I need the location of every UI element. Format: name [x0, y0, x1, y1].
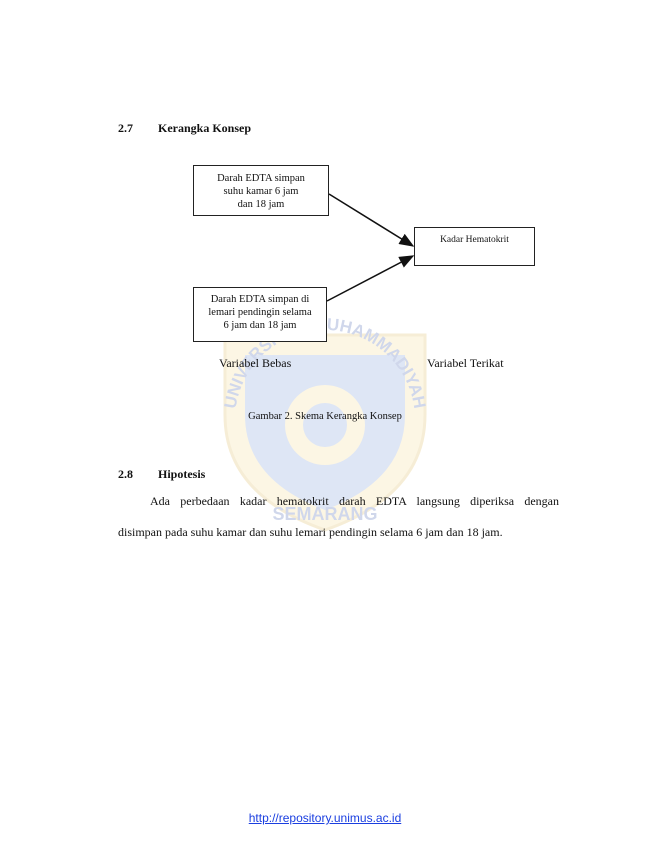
box-bottom-line-2: lemari pendingin selama: [208, 307, 312, 318]
repository-link[interactable]: http://repository.unimus.ac.id: [248, 811, 402, 825]
footer: http://repository.unimus.ac.id: [0, 811, 650, 825]
box-top-line-3: dan 18 jam: [237, 199, 285, 210]
box-refrigerator-storage: Darah EDTA simpan di lemari pendingin se…: [193, 287, 327, 342]
arrow-top-to-result: [328, 193, 415, 247]
box-top-line-1: Darah EDTA simpan: [217, 173, 305, 184]
figure-caption: Gambar 2. Skema Kerangka Konsep: [248, 411, 402, 422]
label-dependent-variable: Variabel Terikat: [427, 356, 504, 370]
hypothesis-line-2: disimpan pada suhu kamar dan suhu lemari…: [118, 525, 503, 539]
box-bottom-line-3: 6 jam dan 18 jam: [223, 320, 297, 331]
box-room-temperature-storage: Darah EDTA simpan suhu kamar 6 jam dan 1…: [193, 165, 329, 216]
hypothesis-line-1: Ada perbedaan kadar hematokrit darah EDT…: [150, 494, 559, 508]
section-title-kerangka-konsep: Kerangka Konsep: [158, 121, 252, 135]
university-watermark-logo: UNIVERSITAS MUHAMMADIYAH SEMARANG: [221, 315, 429, 532]
box-hematocrit-level: Kadar Hematokrit: [414, 227, 535, 266]
section-number-2-7: 2.7: [118, 121, 133, 135]
box-top-line-2: suhu kamar 6 jam: [223, 186, 299, 197]
label-independent-variable: Variabel Bebas: [219, 356, 292, 370]
section-title-hipotesis: Hipotesis: [158, 467, 206, 481]
arrow-bottom-to-result: [326, 255, 415, 302]
box-bottom-line-1: Darah EDTA simpan di: [210, 294, 310, 305]
watermark-bottom-text: SEMARANG: [272, 504, 377, 524]
box-right-label: Kadar Hematokrit: [440, 235, 509, 245]
section-number-2-8: 2.8: [118, 467, 133, 481]
